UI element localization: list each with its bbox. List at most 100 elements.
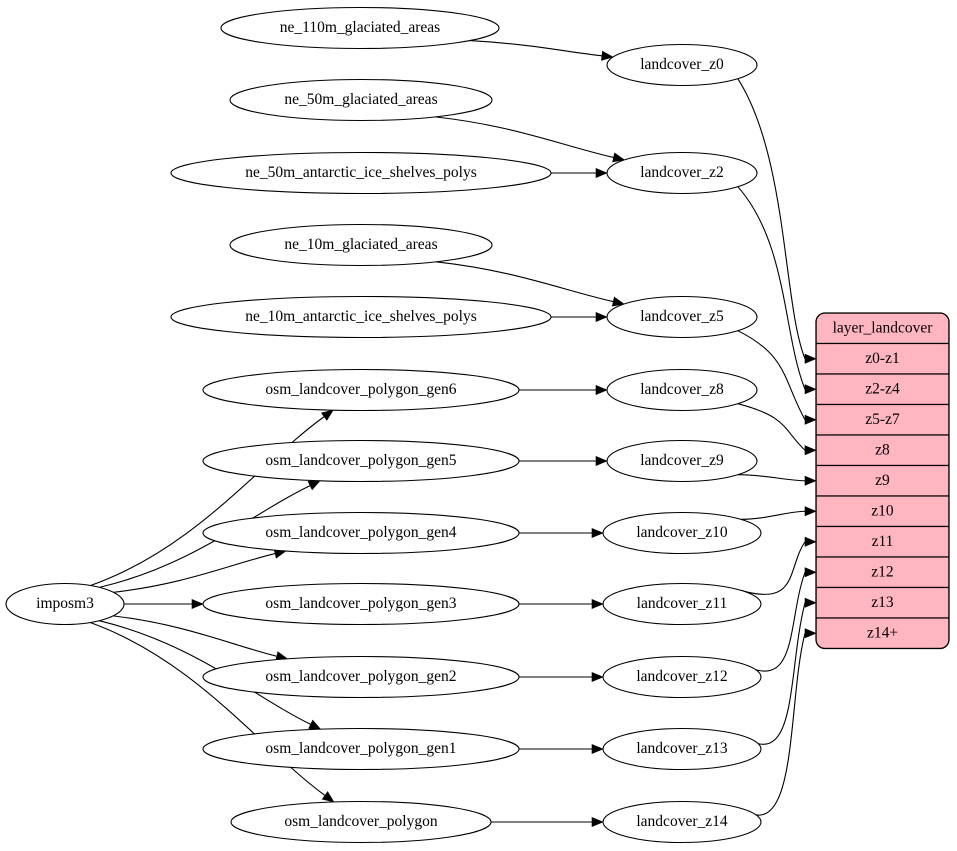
table-row-z0-z1[interactable] [816,342,949,375]
input-node-osm_landcover_polygon_gen3[interactable]: osm_landcover_polygon_gen3 [202,582,520,626]
edge-ne_50m_glaciated_areas-to-landcover_z2 [435,116,626,163]
edge-line [737,186,806,390]
input-node-ne_50m_antarctic_ice_shelves_polys[interactable]: ne_50m_antarctic_ice_shelves_polys [170,151,552,195]
edge-ne_50m_antarctic_ice_shelves_polys-to-landcover_z2 [551,167,608,179]
node-label: landcover_z13 [636,740,727,757]
node-label: landcover_z9 [640,452,724,469]
edge-line [90,416,325,587]
edge-line [89,622,326,796]
node-shape [202,511,520,555]
node-shape [202,655,520,699]
node-shape [170,151,552,195]
mid-node-landcover_z9[interactable]: landcover_z9 [606,439,758,483]
input-node-osm_landcover_polygon_gen5[interactable]: osm_landcover_polygon_gen5 [202,439,520,483]
edge-landcover_z5-to-z5-z7 [737,330,817,425]
edge-osm_landcover_polygon_gen2-to-landcover_z12 [519,671,604,683]
node-label: ne_50m_glaciated_areas [284,91,437,108]
input-node-ne_10m_glaciated_areas[interactable]: ne_10m_glaciated_areas [229,223,493,267]
arrow-head-icon [591,598,604,610]
table-row-z11[interactable] [816,525,949,558]
table-header-cell[interactable] [816,313,949,345]
table-row-label: z9 [875,472,890,489]
mid-node-landcover_z13[interactable]: landcover_z13 [602,727,762,771]
node-label: landcover_z0 [640,56,724,73]
table-row-z9[interactable] [816,464,949,497]
node-label: imposm3 [36,595,94,612]
arrow-head-icon [804,353,817,364]
arrow-head-icon [591,743,604,755]
edge-osm_landcover_polygon_gen1-to-landcover_z13 [519,743,604,755]
node-shape [606,295,758,339]
edge-landcover_z0-to-z0-z1 [737,78,817,364]
table-row-z13[interactable] [816,586,949,619]
node-shape [202,368,520,412]
mid-node-landcover_z2[interactable]: landcover_z2 [606,151,758,195]
node-shape [229,223,493,267]
table-row-z5-z7[interactable] [816,403,949,436]
arrow-head-icon [804,414,817,425]
arrow-head-icon [612,152,626,163]
edge-line [740,510,806,520]
node-label: osm_landcover_polygon_gen1 [265,740,456,757]
arrow-head-icon [591,671,604,683]
edge-landcover_z10-to-z10 [740,506,817,520]
layer-landcover-table: layer_landcoverz0-z1z2-z4z5-z7z8z9z10z11… [816,313,949,649]
edge-imposm3-to-osm_landcover_polygon_gen2 [113,615,289,662]
node-shape [606,368,758,412]
edge-landcover_z8-to-z8 [737,403,817,456]
arrow-head-icon [595,311,608,323]
node-label: ne_50m_antarctic_ice_shelves_polys [245,164,477,181]
input-node-ne_50m_glaciated_areas[interactable]: ne_50m_glaciated_areas [229,78,493,122]
node-shape [202,582,520,626]
edge-imposm3-to-osm_landcover_polygon_gen3 [124,598,204,610]
input-node-ne_110m_glaciated_areas[interactable]: ne_110m_glaciated_areas [220,6,500,50]
node-label: landcover_z5 [640,308,724,325]
mid-node-landcover_z11[interactable]: landcover_z11 [602,582,762,626]
table-row-z8[interactable] [816,434,949,467]
input-node-ne_10m_antarctic_ice_shelves_polys[interactable]: ne_10m_antarctic_ice_shelves_polys [170,295,552,339]
node-label: ne_10m_glaciated_areas [284,236,437,253]
node-label: landcover_z2 [640,164,724,181]
table-row-label: z8 [875,441,890,458]
table-header-label: layer_landcover [833,319,934,336]
table-row-z14+[interactable] [816,617,949,649]
mid-node-landcover_z12[interactable]: landcover_z12 [602,655,762,699]
input-node-osm_landcover_polygon_gen1[interactable]: osm_landcover_polygon_gen1 [202,727,520,771]
node-label: landcover_z14 [636,813,727,830]
mid-node-landcover_z8[interactable]: landcover_z8 [606,368,758,412]
mid-node-landcover_z5[interactable]: landcover_z5 [606,295,758,339]
node-label: landcover_z10 [636,524,727,541]
input-node-osm_landcover_polygon_gen2[interactable]: osm_landcover_polygon_gen2 [202,655,520,699]
arrow-head-icon [591,816,604,828]
node-shape [220,6,500,50]
edge-line [740,572,806,672]
node-shape [5,582,125,626]
arrow-head-icon [804,506,817,517]
edge-osm_landcover_polygon_gen3-to-landcover_z11 [519,598,604,610]
arrow-head-icon [320,409,334,421]
edge-osm_landcover_polygon-to-landcover_z14 [491,816,604,828]
arrow-head-icon [191,598,204,610]
input-node-osm_landcover_polygon[interactable]: osm_landcover_polygon [230,800,492,844]
edge-line [737,403,806,451]
source-node-imposm3[interactable]: imposm3 [5,582,125,626]
edge-ne_10m_antarctic_ice_shelves_polys-to-landcover_z5 [551,311,608,323]
arrow-head-icon [611,296,625,307]
arrow-head-icon [804,628,817,639]
mid-node-landcover_z14[interactable]: landcover_z14 [602,800,762,844]
edge-line [435,116,614,158]
table-outline [815,312,950,650]
edge-line [737,474,806,482]
mid-node-landcover_z0[interactable]: landcover_z0 [606,43,758,87]
edge-osm_landcover_polygon_gen6-to-landcover_z8 [519,384,608,396]
node-shape [606,439,758,483]
mid-node-landcover_z10[interactable]: landcover_z10 [602,511,762,555]
input-node-osm_landcover_polygon_gen4[interactable]: osm_landcover_polygon_gen4 [202,511,520,555]
nodes-layer: imposm3 ne_110m_glaciated_areas ne_50m_gla… [5,6,762,844]
arrow-head-icon [321,791,335,803]
arrow-head-icon [804,475,817,486]
input-node-osm_landcover_polygon_gen6[interactable]: osm_landcover_polygon_gen6 [202,368,520,412]
arrow-head-icon [595,384,608,396]
table-row-label: z5-z7 [865,411,900,428]
edge-landcover_z9-to-z9 [737,474,817,486]
